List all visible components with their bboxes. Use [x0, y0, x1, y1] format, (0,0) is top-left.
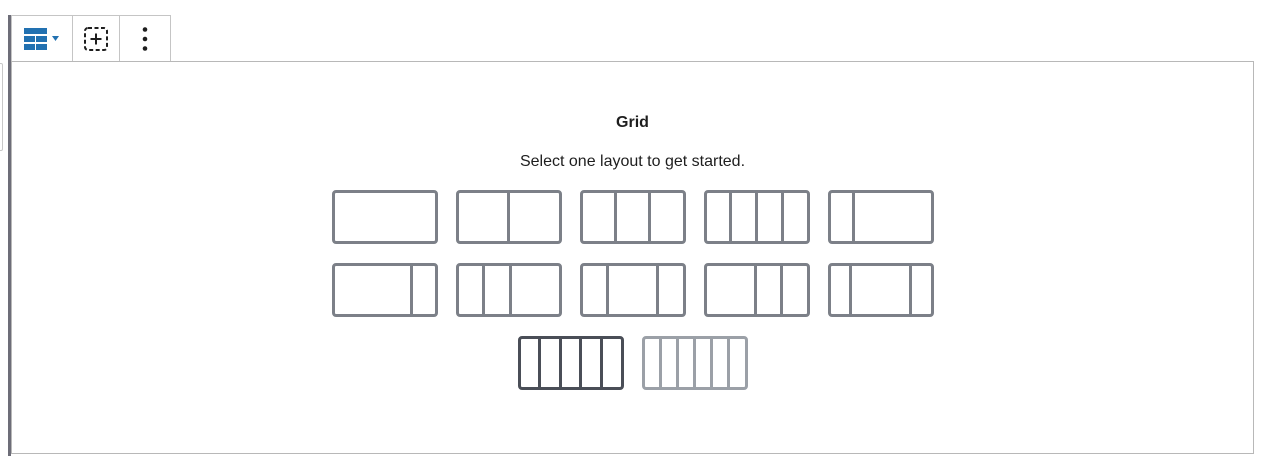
layout-column: [521, 339, 542, 387]
layout-column: [541, 339, 562, 387]
grid-block-placeholder: Grid Select one layout to get started.: [11, 61, 1254, 454]
layout-column: [662, 339, 679, 387]
layout-column: [485, 266, 512, 314]
layout-option-10[interactable]: [827, 263, 934, 317]
layout-column: [831, 193, 856, 241]
layout-option-8[interactable]: [579, 263, 686, 317]
layout-option-2[interactable]: [455, 190, 562, 244]
layout-column: [413, 266, 435, 314]
vertical-ellipsis-icon: [141, 26, 149, 52]
block-selection-indicator: [8, 15, 11, 456]
grid-layout-icon: [24, 27, 60, 51]
layout-option-4[interactable]: [703, 190, 810, 244]
block-instructions: Select one layout to get started.: [519, 153, 746, 170]
block-title: Grid: [616, 114, 649, 131]
layout-column: [713, 339, 731, 387]
layout-option-12[interactable]: [641, 336, 748, 390]
layout-column: [459, 266, 485, 314]
layout-column: [758, 193, 784, 241]
adjacent-block-edge: [0, 63, 3, 151]
layout-column: [645, 339, 662, 387]
layout-column: [757, 266, 783, 314]
layout-column: [855, 193, 930, 241]
more-options-button[interactable]: [120, 16, 170, 62]
layout-row: [12, 190, 1253, 244]
layout-row: [12, 336, 1253, 390]
layout-column: [582, 339, 603, 387]
layout-column: [783, 266, 807, 314]
block-type-button[interactable]: [12, 16, 73, 62]
layout-column: [583, 193, 617, 241]
layout-column: [679, 339, 697, 387]
layout-column: [603, 339, 621, 387]
layout-column: [651, 193, 682, 241]
add-square-icon: [83, 26, 109, 52]
layout-column: [730, 339, 744, 387]
layout-column: [562, 339, 583, 387]
layout-column: [852, 266, 912, 314]
layout-column: [707, 193, 733, 241]
block-toolbar: [11, 15, 171, 62]
layout-column: [512, 266, 559, 314]
layout-column: [583, 266, 609, 314]
layout-column: [659, 266, 683, 314]
layout-column: [732, 193, 758, 241]
add-block-button[interactable]: [73, 16, 120, 62]
layout-option-1[interactable]: [331, 190, 438, 244]
layout-option-11[interactable]: [517, 336, 624, 390]
layout-option-5[interactable]: [827, 190, 934, 244]
layout-option-9[interactable]: [703, 263, 810, 317]
layout-picker: [12, 190, 1253, 409]
layout-column: [912, 266, 931, 314]
layout-option-3[interactable]: [579, 190, 686, 244]
layout-column: [609, 266, 659, 314]
layout-column: [510, 193, 559, 241]
layout-column: [696, 339, 714, 387]
layout-column: [831, 266, 853, 314]
layout-option-6[interactable]: [331, 263, 438, 317]
layout-column: [335, 193, 435, 241]
layout-column: [617, 193, 652, 241]
layout-column: [335, 266, 413, 314]
layout-column: [707, 266, 757, 314]
layout-option-7[interactable]: [455, 263, 562, 317]
layout-column: [784, 193, 807, 241]
layout-row: [12, 263, 1253, 317]
layout-column: [459, 193, 510, 241]
